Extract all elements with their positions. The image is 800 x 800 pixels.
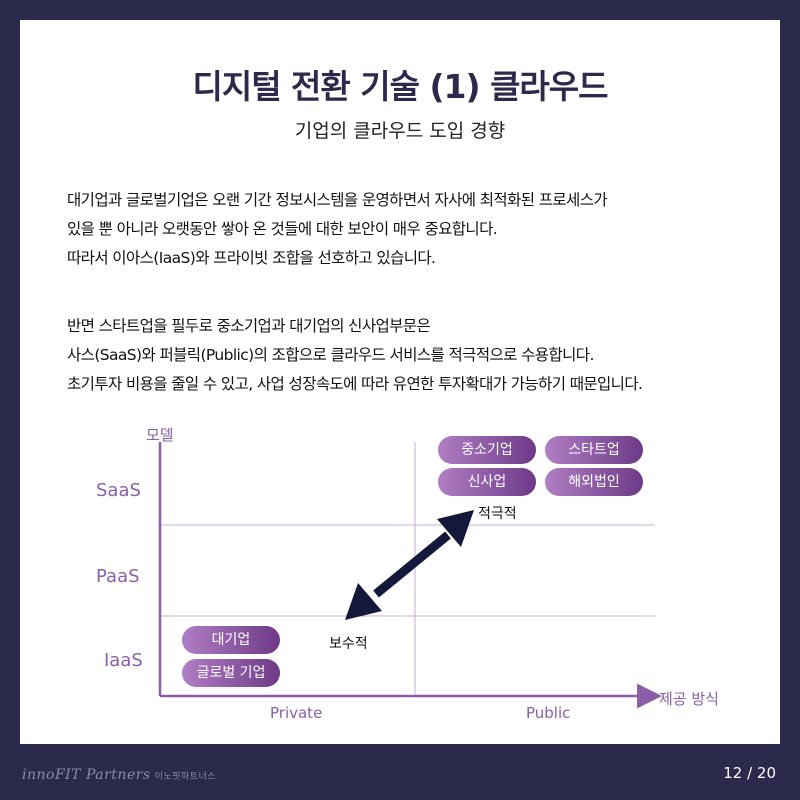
paragraph-line: 사스(SaaS)와 퍼블릭(Public)의 조합으로 클라우드 서비스를 적극… [67, 346, 594, 364]
paragraph-line: 따라서 이아스(IaaS)와 프라이빗 조합을 선호하고 있습니다. [67, 249, 436, 267]
page-number: 12 / 20 [723, 764, 776, 782]
y-axis-label: 모델 [146, 426, 174, 444]
x-axis-label: 제공 방식 [659, 690, 719, 708]
brand-name: innoFIT Partners [22, 767, 151, 783]
paragraph-line: 초기투자 비용을 줄일 수 있고, 사업 성장속도에 따라 유연한 투자확대가 … [67, 375, 643, 393]
pill-startup: 스타트업 [545, 436, 643, 464]
paragraph-1: 대기업과 글로벌기업은 오랜 기간 정보시스템을 운영하면서 자사에 최적화된 … [67, 186, 767, 273]
pill-large-corp: 대기업 [182, 626, 280, 654]
paragraph-line: 대기업과 글로벌기업은 오랜 기간 정보시스템을 운영하면서 자사에 최적화된 … [67, 191, 608, 209]
tier-saas: SaaS [96, 480, 141, 501]
page-subtitle: 기업의 클라우드 도입 경향 [294, 120, 506, 142]
page-title: 디지털 전환 기술 (1) 클라우드 [192, 67, 608, 106]
paragraph-line: 반면 스타트업을 필두로 중소기업과 대기업의 신사업부문은 [67, 317, 431, 335]
pill-overseas-corp: 해외법인 [545, 468, 643, 496]
slide-card: 디지털 전환 기술 (1) 클라우드 기업의 클라우드 도입 경향 대기업과 글… [20, 20, 780, 744]
marker-active: 적극적 [478, 506, 517, 522]
tier-iaas: IaaS [104, 650, 143, 671]
pill-global-corp: 글로벌 기업 [182, 659, 280, 687]
marker-conservative: 보수적 [329, 636, 368, 652]
paragraph-2: 반면 스타트업을 필두로 중소기업과 대기업의 신사업부문은 사스(SaaS)와… [67, 312, 767, 399]
brand-korean: 이노핏파트너스 [154, 772, 217, 782]
pill-sme: 중소기업 [438, 436, 536, 464]
pill-new-business: 신사업 [438, 468, 536, 496]
column-private: Private [270, 704, 323, 722]
tier-paas: PaaS [96, 566, 140, 587]
paragraph-line: 있을 뿐 아니라 오랫동안 쌓아 온 것들에 대한 보안이 매우 중요합니다. [67, 220, 498, 238]
column-public: Public [526, 704, 571, 722]
